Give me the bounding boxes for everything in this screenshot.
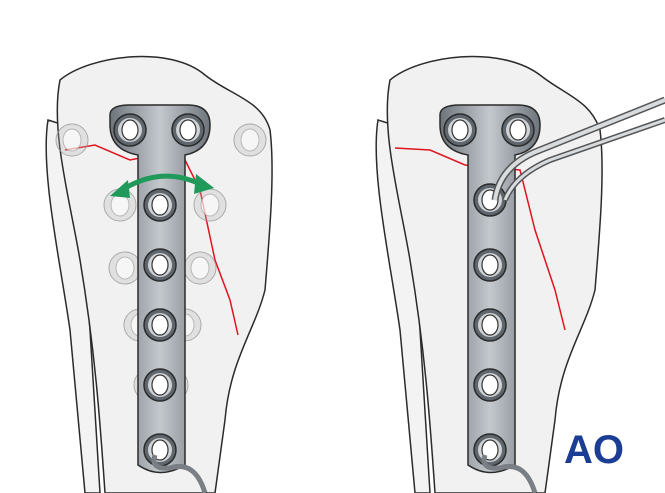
fracture-line	[394, 147, 566, 331]
drill-guide-wire	[481, 454, 538, 493]
ao-logo-text: AO	[564, 428, 624, 472]
plate	[109, 104, 211, 474]
fracture-line	[64, 144, 239, 336]
arrow-head-left	[110, 180, 130, 198]
double-arrow-icon	[120, 173, 204, 193]
left-panel	[45, 55, 273, 493]
right-panel	[375, 55, 665, 493]
drill-guide-wire	[151, 454, 208, 493]
forceps-icon	[491, 96, 665, 202]
plate	[439, 104, 541, 474]
arrow-head-right	[194, 174, 214, 194]
ao-logo: AO	[564, 428, 624, 472]
